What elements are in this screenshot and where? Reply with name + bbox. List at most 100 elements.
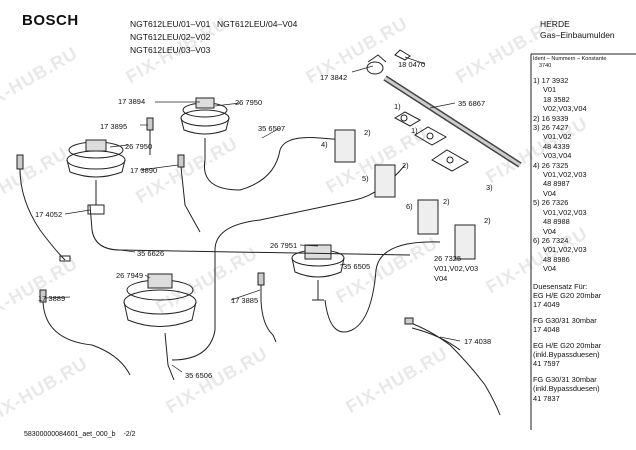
part-label: 17 3895: [100, 122, 128, 131]
valve-callout-number: 26 7325: [434, 254, 462, 263]
nozzle-set-note: (inkl.Bypassduesen): [533, 384, 600, 394]
legend-line: 5) 26 7326: [533, 198, 569, 208]
burner-large: [123, 273, 197, 381]
gas-valve: [334, 129, 356, 163]
gas-pipe: [324, 241, 441, 333]
part-label: 26 7950: [235, 98, 263, 107]
part-label: 35 6626: [137, 249, 165, 258]
legend-line: 48 4339: [543, 141, 570, 151]
part-label: 17 3885: [231, 296, 259, 305]
gas-valve: [417, 199, 439, 235]
burner-left: [66, 139, 126, 215]
nozzle-set-gas: FG G30/31 30mbar: [533, 315, 597, 325]
part-label: 35 6867: [458, 99, 486, 108]
legend-line: V03,V04: [543, 151, 572, 161]
nozzle-set: FG G30/31 30mbar (inkl.Bypassduesen) 41 …: [533, 375, 633, 403]
nozzle-set-number: 41 7597: [533, 359, 560, 369]
legend-line: 2) 16 9339: [533, 113, 569, 123]
nozzle-set-number: 17 4048: [533, 325, 560, 335]
burner-upper: [180, 97, 230, 160]
legend-line: V01,V02,V03: [543, 207, 587, 217]
nozzle-set: EG H/E G20 20mbar (inkl.Bypassduesen) 41…: [533, 341, 633, 369]
ident-sub: 3740: [539, 63, 552, 69]
nozzle-set-gas: EG H/E G20 20mbar: [533, 290, 602, 300]
legend-line: V01: [543, 85, 557, 95]
gas-pipe: [203, 137, 346, 191]
bracket-1: [393, 111, 422, 127]
legend-line: V04: [543, 226, 557, 236]
gas-valve: [374, 164, 396, 198]
nozzle-set-number: 17 4049: [533, 300, 560, 310]
legend-line: 4) 26 7325: [533, 160, 569, 170]
document-footer: 58300000084601_aet_000_b -2/2: [24, 431, 136, 438]
screw-icon: [394, 49, 411, 61]
burner-center: [291, 244, 345, 301]
marker-label: 2): [443, 197, 450, 206]
marker-label: 2): [364, 128, 371, 137]
legend-line: V01,V02,V03: [543, 170, 587, 180]
part-label: 35 6505: [343, 262, 371, 271]
model-number: NGT612LEU/01–V01: [130, 19, 211, 29]
part-label: 26 7949: [116, 271, 144, 280]
marker-label: 1): [411, 126, 418, 135]
nozzle-set: FG G30/31 30mbar 17 4048: [533, 316, 633, 335]
category-subtitle: Gas–Einbaumulden: [540, 30, 615, 40]
part-label: 17 4038: [464, 337, 492, 346]
bracket-3: [431, 149, 470, 172]
part-label: 17 3890: [130, 166, 158, 175]
legend-line: 48 8988: [543, 217, 570, 227]
part-label: 17 3889: [38, 294, 66, 303]
valve-callout-variant: V01,V02,V03: [434, 264, 479, 273]
marker-label: 6): [406, 202, 413, 211]
ignition-electrode: [39, 289, 131, 376]
marker-label: 3): [486, 183, 493, 192]
valve-callout-variant: V04: [434, 274, 448, 283]
ignition-electrode: [177, 154, 201, 233]
category-title: HERDE: [540, 19, 570, 29]
marker-label: 5): [362, 174, 369, 183]
ident-heading: Ident – Nummern – Konstante: [533, 56, 607, 62]
legend-line: 18 3582: [543, 94, 570, 104]
legend-line: 1) 17 3932: [533, 76, 569, 85]
legend-line: V02,V03,V04: [543, 104, 587, 114]
gas-pipe: [89, 204, 411, 256]
ignition-electrode: [146, 117, 154, 155]
nozzle-heading: Duesensatz Für:: [533, 281, 588, 291]
bracket-1: [414, 126, 448, 146]
legend-line: V04: [543, 188, 557, 198]
page-number: -2/2: [123, 431, 136, 438]
marker-label: 1): [394, 102, 401, 111]
nozzle-set-gas: FG G30/31 30mbar: [533, 374, 597, 384]
model-number: NGT612LEU/02–V02: [130, 32, 211, 42]
marker-label: 4): [321, 140, 328, 149]
nozzle-set: EG H/E G20 20mbar 17 4049: [533, 291, 633, 310]
part-label: 26 7950: [125, 142, 153, 151]
marker-label: 2): [484, 216, 491, 225]
brand-logo: BOSCH: [22, 12, 79, 29]
model-number: NGT612LEU/04–V04: [217, 19, 298, 29]
marker-label: 2): [402, 161, 409, 170]
part-label: 17 4052: [35, 210, 63, 219]
legend-line: 48 8987: [543, 179, 570, 189]
legend-line: V04: [543, 264, 557, 274]
parts-legend: Ident – Nummern – Konstante 3740 1) 17 3…: [533, 56, 633, 403]
part-label: 35 6506: [185, 371, 213, 380]
ignition-electrode: [257, 272, 277, 343]
legend-line: 48 8986: [543, 254, 570, 264]
part-label: 26 7951: [270, 241, 298, 250]
gas-valve: [454, 224, 476, 260]
legend-line: 3) 26 7427: [533, 123, 569, 133]
legend-list: 1) 17 3932 V01 18 3582 V02,V03,V04 2) 16…: [533, 76, 633, 274]
wiring-harness: [407, 321, 501, 416]
document-number: 58300000084601_aet_000_b: [24, 431, 116, 438]
part-label: 35 6507: [258, 124, 286, 133]
legend-line: V01,V02,V03: [543, 245, 587, 255]
ignition-electrode: [16, 154, 71, 262]
nozzle-set-number: 41 7837: [533, 393, 560, 403]
part-label: 17 3894: [118, 97, 146, 106]
model-number: NGT612LEU/03–V03: [130, 45, 211, 55]
nozzle-set-gas: EG H/E G20 20mbar: [533, 340, 602, 350]
nozzle-set-note: (inkl.Bypassduesen): [533, 349, 600, 359]
part-label: 18 0470: [398, 60, 426, 69]
